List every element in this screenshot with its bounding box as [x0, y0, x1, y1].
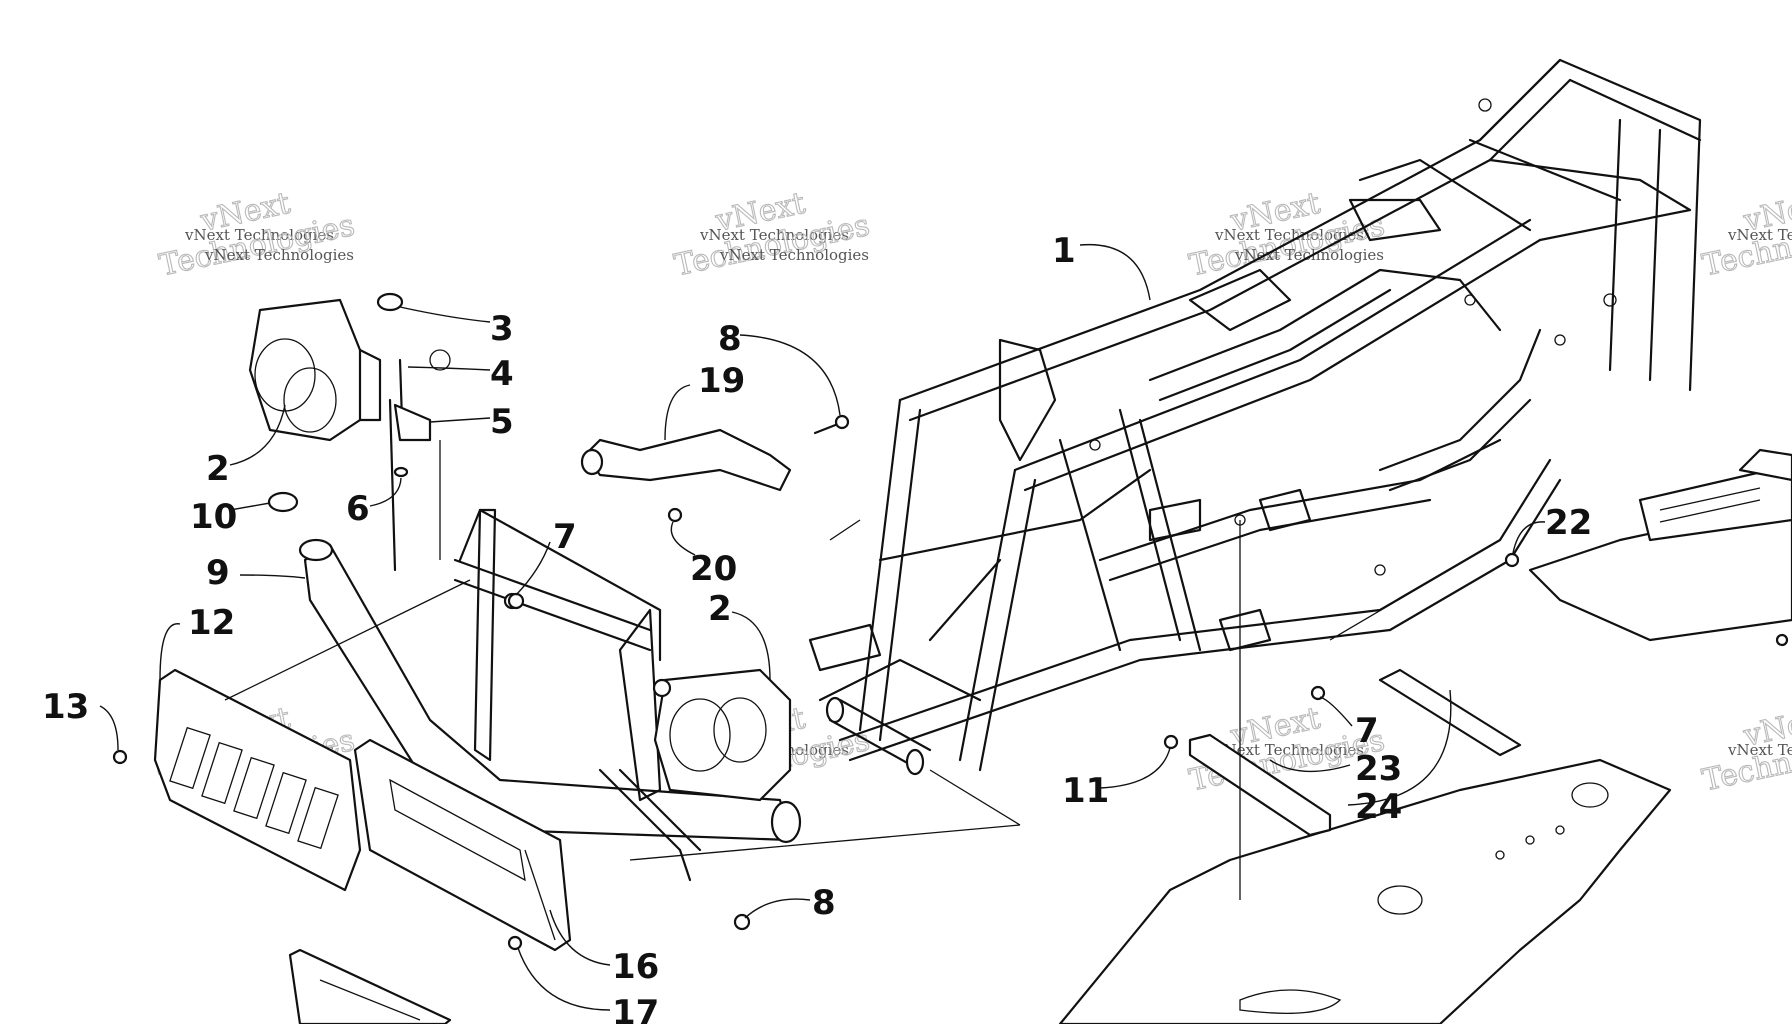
screw-3 [376, 292, 404, 312]
nut-7-right [1310, 685, 1326, 701]
watermark-small: vNext Technologies [1214, 741, 1364, 759]
fasteners [112, 292, 1789, 951]
headlight-center [652, 668, 792, 802]
strip-24 [1378, 668, 1522, 757]
callout-8-lower: 8 [812, 883, 836, 923]
front-bumper [298, 508, 802, 882]
bolt-8-lower [733, 913, 751, 931]
callout-1: 1 [1052, 231, 1076, 271]
leader-lines [99, 243, 1546, 1011]
grommet-10 [267, 491, 299, 513]
callout-13: 13 [42, 687, 89, 727]
bracket-5 [393, 403, 432, 442]
headlight-bracket [388, 349, 662, 662]
lower-guard-17 [288, 948, 452, 1024]
watermark: vNext Technologies vNext Technologies [1699, 700, 1792, 799]
main-frame [808, 58, 1702, 776]
watermark: vNext Technologies vNext Technologies [1699, 185, 1792, 284]
skid-plate-16 [353, 738, 572, 952]
watermark-small-2: vNext Technologies [719, 246, 869, 264]
watermark: vNext Technologies vNext Technologies vN… [156, 185, 359, 284]
callout-22: 22 [1545, 503, 1592, 543]
watermark-small: vNext Technologies [1214, 226, 1364, 244]
bolt-13 [112, 749, 128, 765]
callouts: 1 2 3 4 5 6 2 7 8 9 10 12 13 16 17 19 20… [42, 231, 1592, 1024]
callout-20: 20 [690, 549, 737, 589]
callout-2-left: 2 [206, 449, 230, 489]
watermark-small-2: vNext Technologies [204, 246, 354, 264]
floor-pan [1058, 758, 1672, 1024]
callout-3: 3 [490, 309, 514, 349]
callout-23: 23 [1355, 749, 1402, 789]
nut-7 [507, 592, 525, 610]
callout-12: 12 [188, 603, 235, 643]
watermarks: vNext Technologies vNext Technologies vN… [156, 185, 1792, 799]
watermark-small: vNext Technologies [1727, 741, 1792, 759]
grille-12 [153, 668, 362, 892]
washer-6 [393, 466, 409, 478]
watermark: vNext Technologies vNext Technologies vN… [671, 185, 874, 284]
reference-lines [224, 440, 1501, 900]
watermark-small: vNext Technologies [1727, 226, 1792, 244]
callout-4: 4 [490, 354, 514, 394]
watermark-small: vNext Technologies [184, 226, 334, 244]
bracket-19 [580, 428, 792, 492]
bolt-8-upper [813, 422, 840, 435]
callout-7-right: 7 [1355, 711, 1379, 751]
callout-2-center: 2 [708, 589, 732, 629]
callout-11: 11 [1062, 771, 1109, 811]
bolt-20 [667, 507, 683, 523]
bolt-11 [1163, 734, 1179, 750]
callout-5: 5 [490, 402, 514, 442]
callout-16: 16 [612, 947, 659, 987]
callout-17: 17 [612, 993, 659, 1024]
footrest-22 [1528, 448, 1792, 642]
watermark-small: vNext Technologies [699, 226, 849, 244]
callout-7-left: 7 [553, 517, 577, 557]
bolt-17 [507, 935, 523, 951]
callout-10: 10 [190, 497, 237, 537]
strip-23 [1188, 733, 1332, 837]
watermark-small-2: vNext Technologies [1234, 246, 1384, 264]
callout-19: 19 [698, 361, 745, 401]
bolt-22 [1504, 552, 1520, 568]
callout-6: 6 [346, 489, 370, 529]
headlight-left [248, 298, 382, 442]
callout-8-upper: 8 [718, 319, 742, 359]
callout-24: 24 [1355, 787, 1402, 827]
callout-9: 9 [206, 553, 230, 593]
